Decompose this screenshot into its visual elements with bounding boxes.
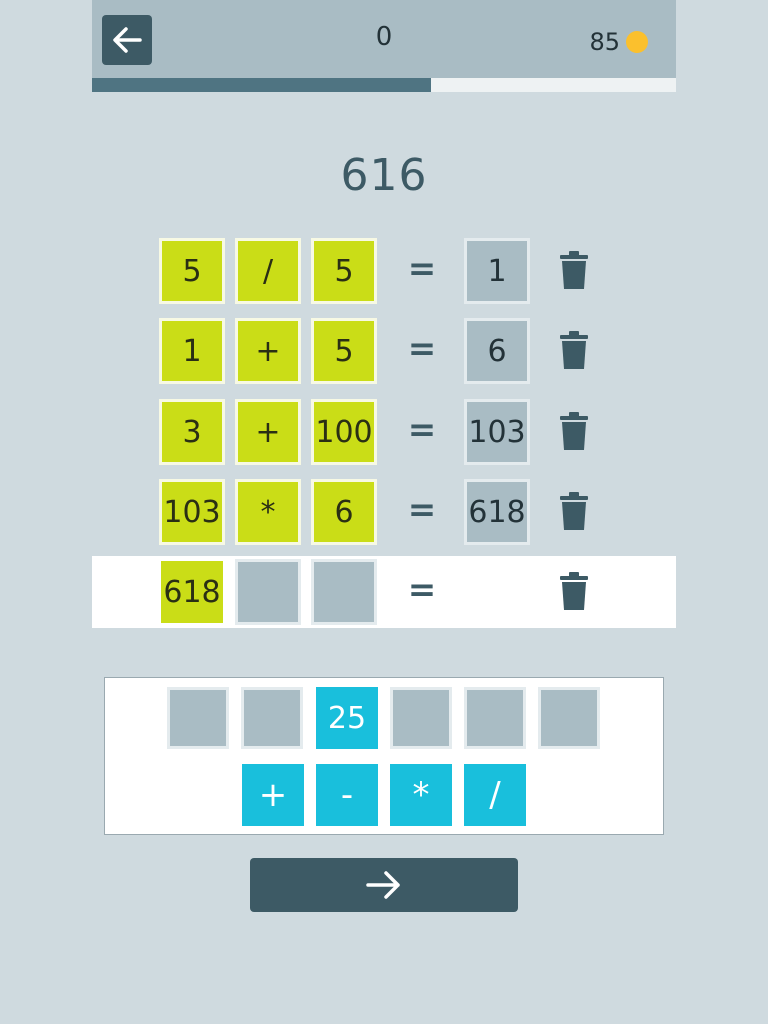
- tile-picker: 25 + - * /: [104, 677, 664, 835]
- number-tile: [241, 687, 303, 749]
- operand-b-tile[interactable]: 100: [311, 399, 377, 465]
- coins-value: 85: [589, 28, 620, 56]
- operand-b-tile[interactable]: 5: [311, 318, 377, 384]
- operand-b-tile[interactable]: 5: [311, 238, 377, 304]
- score-value: 0: [375, 22, 393, 52]
- progress-fill: [92, 78, 431, 92]
- number-tile: [464, 687, 526, 749]
- target-number: 616: [340, 150, 428, 201]
- top-bar: 0 85: [92, 0, 676, 78]
- operand-a-tile[interactable]: 1: [159, 318, 225, 384]
- progress-bar: [92, 78, 676, 92]
- equals-sign: =: [407, 490, 437, 530]
- equals-sign: =: [407, 329, 437, 369]
- equation-row: 5 / 5 = 1: [92, 235, 676, 307]
- arrow-left-icon: [113, 27, 142, 53]
- coin-icon: [626, 31, 648, 53]
- operator-plus-button[interactable]: +: [242, 764, 304, 826]
- operator-minus-button[interactable]: -: [316, 764, 378, 826]
- operand-a-tile[interactable]: 103: [159, 479, 225, 545]
- arrow-right-icon: [366, 871, 400, 899]
- equals-sign: =: [407, 249, 437, 289]
- operator-multiply-button[interactable]: *: [390, 764, 452, 826]
- equation-row: 1 + 5 = 6: [92, 315, 676, 387]
- result-tile: 103: [464, 399, 530, 465]
- operator-divide-button[interactable]: /: [464, 764, 526, 826]
- number-tile[interactable]: 25: [316, 687, 378, 749]
- operand-b-tile[interactable]: 6: [311, 479, 377, 545]
- trash-icon[interactable]: [558, 412, 590, 452]
- trash-icon[interactable]: [558, 331, 590, 371]
- next-button[interactable]: [250, 858, 518, 912]
- trash-icon[interactable]: [558, 492, 590, 532]
- number-tile: [390, 687, 452, 749]
- coins-counter: 85: [589, 28, 648, 56]
- operator-tile[interactable]: +: [235, 399, 301, 465]
- operator-tile[interactable]: *: [235, 479, 301, 545]
- operator-slot[interactable]: [235, 559, 301, 625]
- operand-a-tile[interactable]: 3: [159, 399, 225, 465]
- equation-row: 3 + 100 = 103: [92, 396, 676, 468]
- operand-a-tile[interactable]: 618: [161, 561, 223, 623]
- number-tile: [538, 687, 600, 749]
- result-tile: 6: [464, 318, 530, 384]
- back-button[interactable]: [102, 15, 152, 65]
- operator-tile[interactable]: +: [235, 318, 301, 384]
- operator-tile[interactable]: /: [235, 238, 301, 304]
- equals-sign: =: [407, 410, 437, 450]
- active-equation-row: 618 =: [92, 556, 676, 628]
- operand-b-slot[interactable]: [311, 559, 377, 625]
- result-tile: 618: [464, 479, 530, 545]
- trash-icon[interactable]: [558, 251, 590, 291]
- number-tile: [167, 687, 229, 749]
- trash-icon[interactable]: [558, 572, 590, 612]
- equals-sign: =: [407, 570, 437, 610]
- equation-row: 103 * 6 = 618: [92, 476, 676, 548]
- result-tile: 1: [464, 238, 530, 304]
- operand-a-tile[interactable]: 5: [159, 238, 225, 304]
